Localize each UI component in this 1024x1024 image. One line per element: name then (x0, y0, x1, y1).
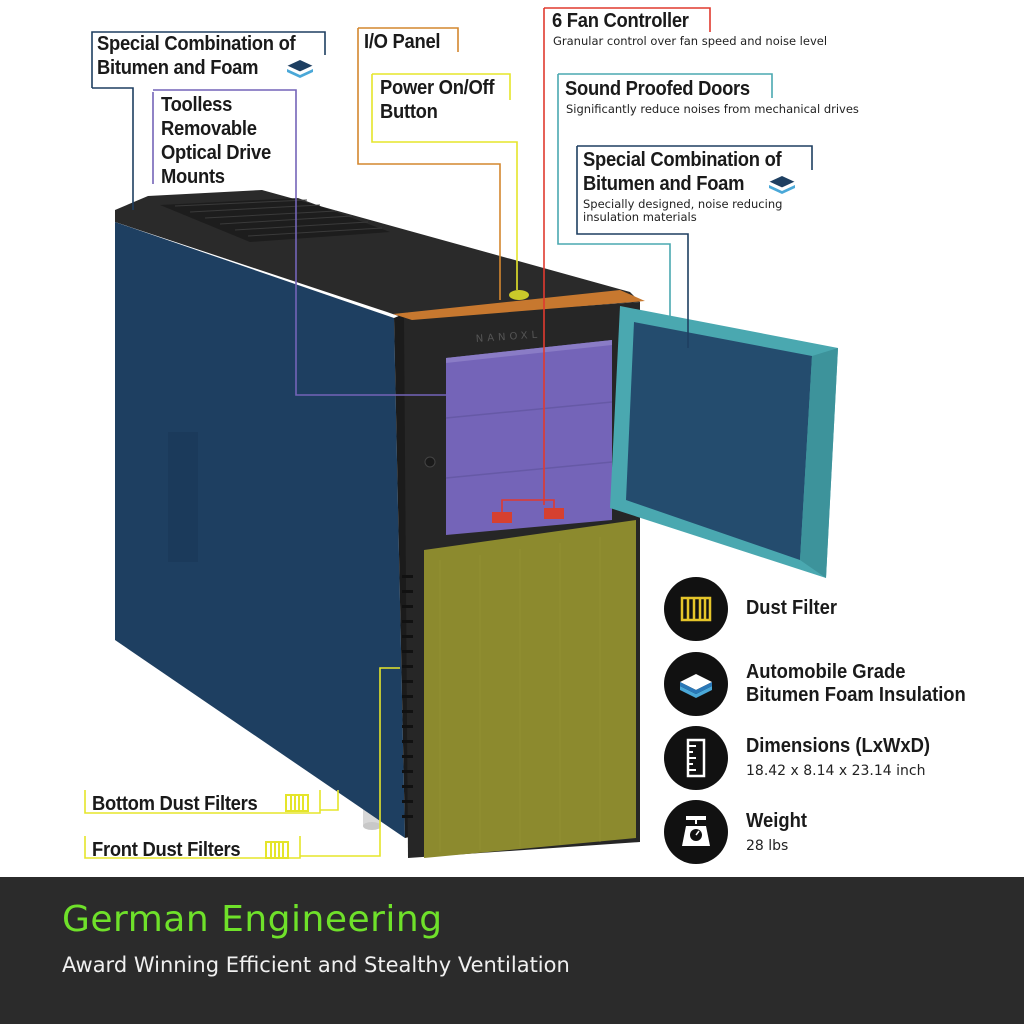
feature-title: Automobile Grade (746, 661, 906, 683)
callout-line-power (372, 73, 511, 100)
foam-layer-icon (768, 176, 796, 194)
footer-banner: German Engineering Award Winning Efficie… (0, 877, 1024, 1024)
case-badge: NANOXL (475, 329, 541, 345)
dust-filter-icon (285, 794, 309, 812)
scale-icon (664, 800, 728, 864)
case-foot (363, 822, 381, 830)
foam-layer-icon (286, 60, 314, 78)
callout-line-front-filters (84, 836, 301, 859)
fan-controller-knob (544, 508, 564, 519)
feature-subtitle: 18.42 x 8.14 x 23.14 inch (746, 763, 926, 779)
feature-title: Weight (746, 810, 807, 832)
feature-title: Dimensions (LxWxD) (746, 735, 931, 757)
callout-combo-left-line1: Special Combination of (97, 33, 296, 55)
callout-fan-title: 6 Fan Controller (552, 10, 689, 32)
dust-filter-icon (664, 577, 728, 641)
dust-filter-icon (265, 841, 289, 859)
callout-fan-desc: Granular control over fan speed and nois… (553, 34, 828, 48)
feature-title-line2: Bitumen Foam Insulation (746, 684, 966, 706)
callout-combo-right-line1: Special Combination of (583, 149, 782, 171)
callout-combo-right-desc: Specially designed, noise reducing insul… (583, 197, 783, 224)
optical-drive-bays (446, 340, 612, 535)
callout-io-panel: I/O Panel (364, 31, 441, 53)
callout-line-doors (558, 73, 773, 98)
footer-title: German Engineering (62, 899, 443, 940)
callout-bottom-filters: Bottom Dust Filters (92, 793, 258, 815)
callout-line-io (358, 27, 459, 52)
callout-power-line1: Power On/Off (380, 77, 495, 99)
case-side-panel (115, 222, 405, 838)
footer-subtitle: Award Winning Efficient and Stealthy Ven… (62, 953, 570, 977)
callout-line-combo-left (91, 31, 326, 88)
callout-line-combo-right (577, 145, 813, 170)
foam-layer-icon (664, 652, 728, 716)
callout-combo-left-line2: Bitumen and Foam (97, 57, 259, 79)
front-dust-filter-panel (424, 520, 636, 858)
door-foam-lining (626, 322, 812, 560)
reset-button (424, 456, 436, 468)
callout-front-filters: Front Dust Filters (92, 839, 241, 861)
callout-optical-line2: Removable (161, 118, 257, 140)
io-panel-strip (393, 290, 645, 320)
callout-line-bottom-filters (84, 790, 321, 814)
callout-doors-desc: Significantly reduce noises from mechani… (566, 102, 859, 116)
callout-power-line2: Button (380, 101, 438, 123)
fan-controller-knob (492, 512, 512, 523)
callout-combo-right-line2: Bitumen and Foam (583, 173, 745, 195)
callout-optical-line3: Optical Drive (161, 142, 271, 164)
callout-doors-title: Sound Proofed Doors (565, 78, 750, 100)
power-button (509, 290, 529, 300)
ruler-icon (664, 726, 728, 790)
feature-subtitle: 28 lbs (746, 838, 789, 854)
feature-title: Dust Filter (746, 597, 837, 619)
callout-optical-line1: Toolless (161, 94, 233, 116)
callout-optical-line4: Mounts (161, 166, 225, 188)
